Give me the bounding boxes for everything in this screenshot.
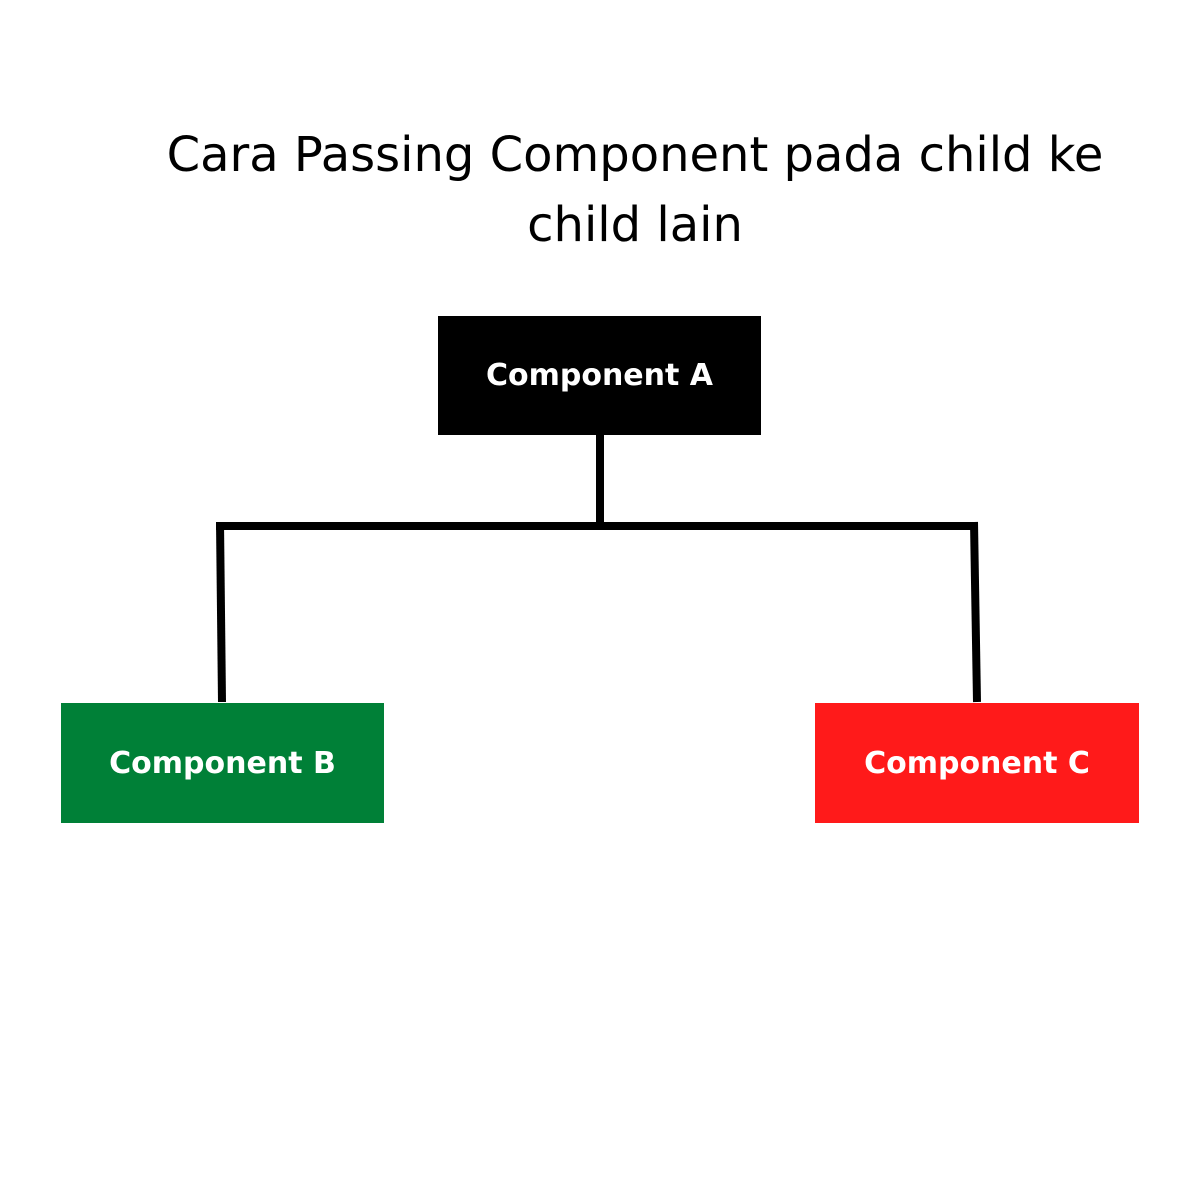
connector-to-b bbox=[216, 521, 226, 703]
component-b-box: Component B bbox=[61, 703, 384, 823]
component-c-label: Component C bbox=[864, 745, 1090, 781]
diagram-title-line-2: child lain bbox=[527, 197, 743, 254]
component-a-label: Component A bbox=[485, 358, 714, 393]
connector-to-c bbox=[970, 521, 981, 703]
component-b-label: Component B bbox=[109, 745, 336, 781]
component-c-box: Component C bbox=[815, 703, 1139, 823]
diagram-title-line-1: Cara Passing Component pada child ke bbox=[166, 127, 1104, 184]
diagram-title: Cara Passing Component pada child ke chi… bbox=[120, 120, 1150, 260]
component-a-box: Component A bbox=[438, 316, 761, 435]
